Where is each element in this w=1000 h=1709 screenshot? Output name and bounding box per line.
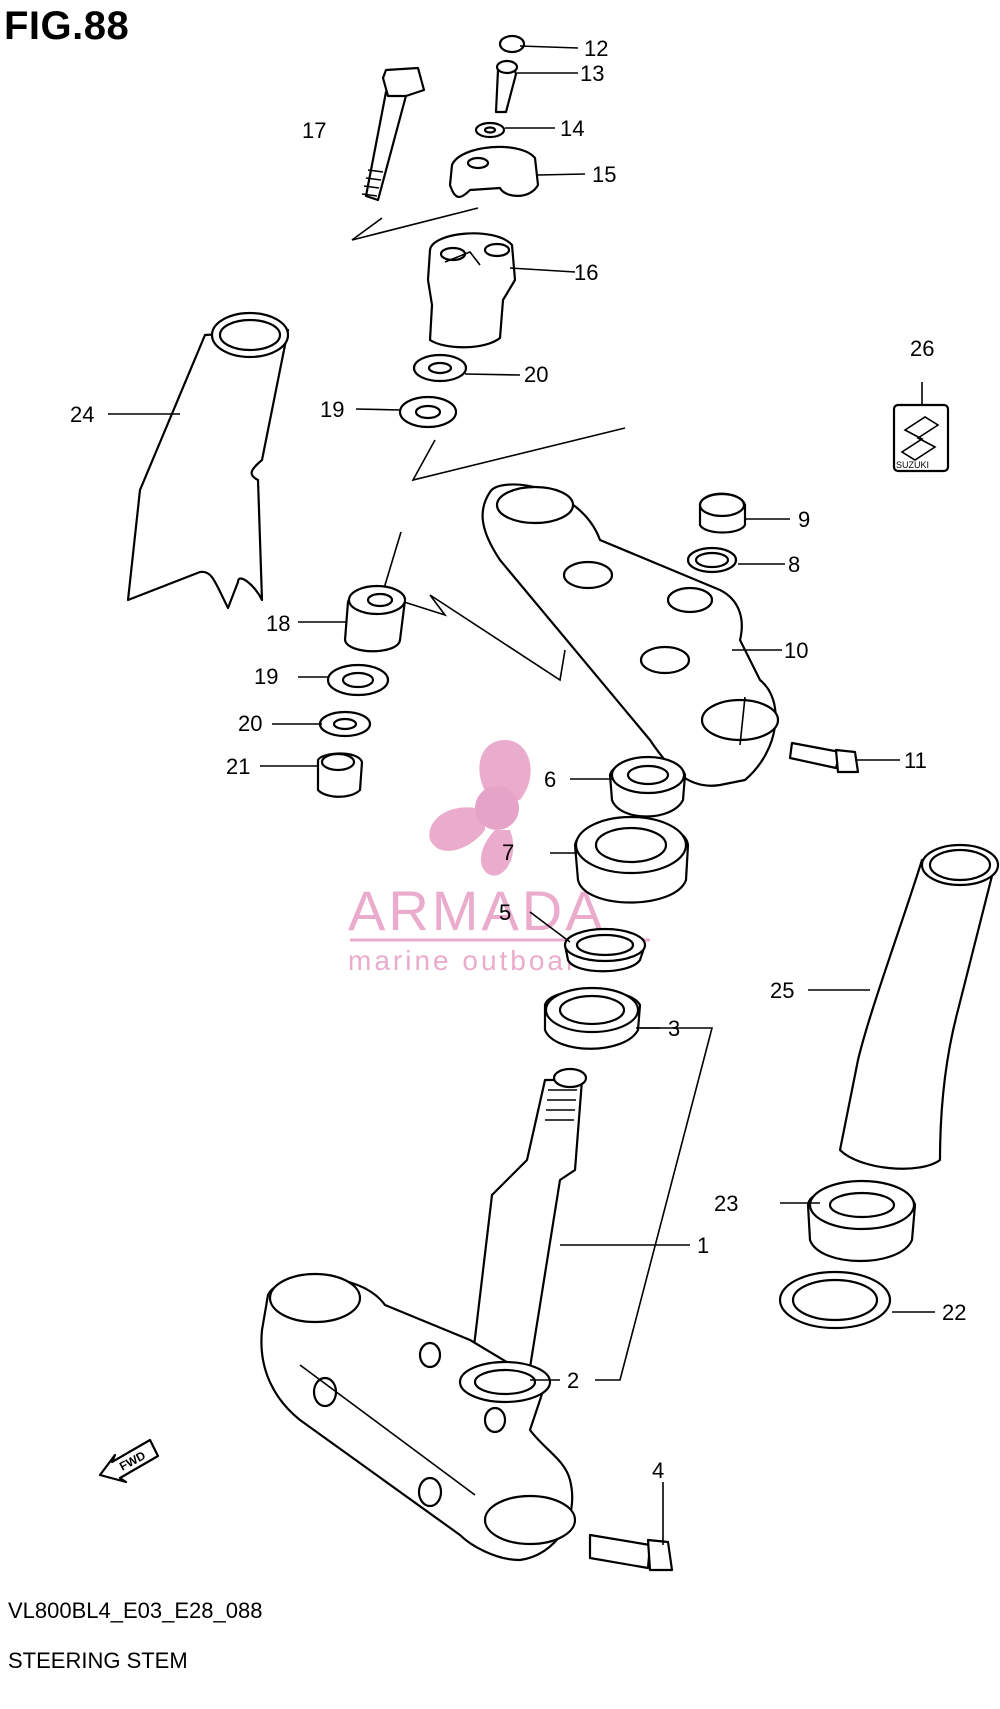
part-25-washer xyxy=(778,1270,892,1330)
label-22: 24 xyxy=(70,402,94,427)
label-17: 17 xyxy=(302,118,326,143)
watermark-brand: ARMADA xyxy=(348,879,606,942)
label-26: 26 xyxy=(910,336,934,361)
label-19-upper: 19 xyxy=(320,397,344,422)
part-3-bearing-lower xyxy=(543,986,642,1050)
group-bracket-lines xyxy=(351,207,714,1381)
propeller-logo-icon xyxy=(429,740,531,876)
label-4: 4 xyxy=(652,1458,664,1483)
part-19-cushion-upper xyxy=(398,395,458,429)
part-21-nut xyxy=(316,752,364,798)
label-3: 3 xyxy=(668,1016,680,1041)
label-15: 15 xyxy=(592,162,616,187)
part-12-cap xyxy=(498,34,526,54)
label-6: 6 xyxy=(544,767,556,792)
label-5: 5 xyxy=(499,900,511,925)
label-21: 21 xyxy=(226,754,250,779)
part-16-handlebar-holder xyxy=(426,232,517,349)
label-13: 13 xyxy=(580,61,604,86)
label-25: 22 xyxy=(942,1300,966,1325)
emblem-text: SUZUKI xyxy=(896,460,929,470)
part-5-bearing-upper xyxy=(563,927,647,973)
label-9: 9 xyxy=(798,507,810,532)
part-19-cushion-lower xyxy=(326,663,390,697)
label-8: 8 xyxy=(788,552,800,577)
part-18-spacer xyxy=(343,584,407,653)
label-11: 11 xyxy=(904,748,927,773)
part-14-lock-washer xyxy=(474,121,506,139)
part-17-long-bolt xyxy=(361,66,426,202)
part-13-bolt xyxy=(494,59,519,114)
label-24: 23 xyxy=(714,1191,738,1216)
part-15-handlebar-clamp-upper xyxy=(448,145,540,198)
part-7-dust-seal xyxy=(573,815,690,904)
part-20-washer-lower xyxy=(318,710,372,738)
forward-arrow-icon: FWD xyxy=(98,1438,160,1484)
part-number-labels: 12 13 14 15 16 17 20 19 24 26 9 8 10 11 … xyxy=(70,36,966,1483)
part-22-fork-cover xyxy=(126,311,290,610)
part-9-cap xyxy=(698,492,747,534)
armada-watermark: ARMADA marine outboards xyxy=(348,740,650,976)
label-7: 7 xyxy=(502,840,514,865)
part-2-lower-bracket-with-seal xyxy=(260,1272,577,1562)
label-12: 12 xyxy=(584,36,608,61)
part-4-pinch-bolt xyxy=(588,1533,674,1572)
part-23-fork-cover xyxy=(838,843,1000,1170)
label-23: 25 xyxy=(770,978,794,1003)
label-19-lower: 19 xyxy=(254,664,278,689)
label-1: 1 xyxy=(697,1233,709,1258)
diagram-caption: STEERING STEM xyxy=(8,1648,188,1673)
part-10-upper-bracket xyxy=(481,483,780,787)
part-1-steering-stem xyxy=(468,1067,588,1382)
label-14: 14 xyxy=(560,116,584,141)
leader-lines xyxy=(108,45,935,1545)
label-20-lower: 20 xyxy=(238,711,262,736)
label-18: 18 xyxy=(266,611,290,636)
diagram-code: VL800BL4_E03_E28_088 xyxy=(8,1598,263,1623)
label-10: 10 xyxy=(784,638,808,663)
part-11-bolt xyxy=(788,741,860,774)
label-2: 2 xyxy=(567,1368,579,1393)
part-26-emblem: SUZUKI xyxy=(892,403,950,473)
part-24-lock-nut xyxy=(806,1179,917,1263)
part-20-washer-upper xyxy=(412,353,468,383)
label-16: 16 xyxy=(574,260,598,285)
label-20-upper: 20 xyxy=(524,362,548,387)
part-6-steering-nut xyxy=(608,755,687,818)
part-8-washer xyxy=(686,546,738,574)
figure-title: FIG.88 xyxy=(4,4,130,48)
